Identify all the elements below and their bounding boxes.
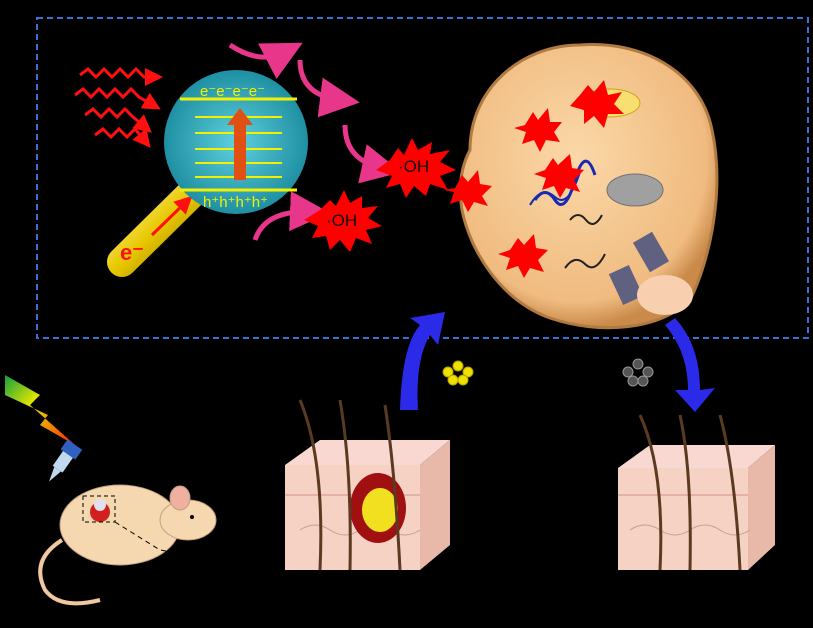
hydroxyl-radical-star: ·OH (376, 138, 456, 198)
clearance-arrow (665, 318, 715, 412)
degraded-nanoparticles (622, 358, 654, 387)
svg-text:·OH: ·OH (398, 157, 429, 176)
skin-tissue-healed (618, 414, 775, 571)
pink-reaction-arrows (228, 42, 402, 241)
lightning-icon (5, 375, 75, 445)
tumor-cell (444, 42, 719, 330)
nucleus-organelle (606, 173, 664, 207)
nanoparticle-cluster (632, 231, 670, 273)
yellow-nanoparticles (442, 360, 474, 386)
uptake-arrow (400, 312, 445, 410)
dashed-mechanism-frame (36, 17, 809, 339)
electron-transfer-arrow (150, 195, 193, 237)
zoom-guide-line (114, 521, 286, 571)
valence-band-holes: h⁺h⁺h⁺h⁺ (203, 194, 268, 211)
radical-burst (570, 80, 624, 128)
gold-nanorod: e⁻ (107, 175, 210, 277)
light-wave-icon (74, 66, 163, 148)
mouse-icon (38, 484, 286, 606)
dna-fragment (569, 214, 603, 225)
rod-electron-label: e⁻ (120, 240, 144, 265)
svg-text:·OH: ·OH (326, 211, 357, 230)
dna-fragment (564, 253, 606, 269)
semiconductor-nanoparticle: e⁻e⁻e⁻e⁻ h⁺h⁺h⁺h⁺ (164, 70, 308, 214)
dropper-icon (49, 439, 83, 482)
conduction-band-electrons: e⁻e⁻e⁻e⁻ (200, 83, 265, 100)
hydroxyl-radical-star: ·OH (304, 190, 382, 252)
skin-tissue-tumor (285, 399, 450, 571)
excitation-arrow (227, 108, 253, 180)
